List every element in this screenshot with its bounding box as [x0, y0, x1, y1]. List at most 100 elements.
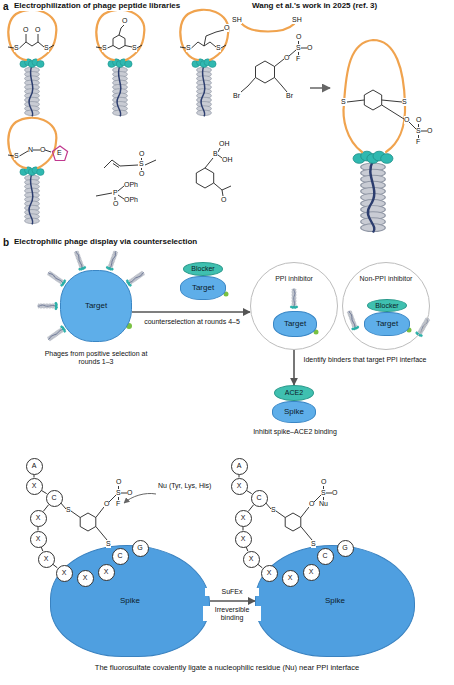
- cyclized-phage: [344, 40, 427, 233]
- phage-icon: [105, 250, 119, 272]
- node-text: X: [32, 482, 37, 490]
- fluorosulfate-linker-right: [265, 486, 332, 553]
- residue-circle: G: [337, 540, 354, 557]
- phage-icon: [72, 250, 86, 272]
- node-text: X: [241, 535, 246, 543]
- residue-circle: A: [231, 458, 248, 475]
- selection-pool: Non-PPI inhibitorBlockerTarget: [342, 262, 430, 350]
- node-text: C: [322, 552, 327, 560]
- peptide-bond: [41, 490, 46, 493]
- electrophile-pentagon: [52, 146, 67, 161]
- atom-label: O: [139, 170, 144, 178]
- phage-ketone: [180, 10, 228, 117]
- flow-arrow: [210, 600, 255, 602]
- node-text: X: [36, 514, 41, 522]
- node-text: Blocker: [375, 302, 398, 310]
- annotation-text: SuFEx: [205, 588, 259, 596]
- node-text: X: [62, 569, 67, 577]
- annotation-text: Nu (Tyr, Lys, His): [158, 482, 220, 490]
- atom-label: F: [116, 500, 120, 508]
- atom-label: S: [139, 160, 144, 168]
- atom-label: S: [341, 98, 346, 106]
- peptide-bond: [53, 564, 58, 568]
- atom-label: O: [221, 196, 226, 204]
- node-text: Target: [192, 284, 214, 293]
- node-text: Blocker: [191, 265, 214, 273]
- atom-label: E: [57, 149, 62, 157]
- node-text: X: [249, 555, 254, 563]
- atom-label: S: [66, 506, 71, 514]
- peptide-bond: [248, 505, 253, 512]
- atom-label: O: [284, 54, 289, 62]
- phage-icon: [290, 289, 298, 309]
- spike-protein: Spike: [255, 545, 415, 657]
- peptide-bond: [243, 527, 244, 531]
- atom-label: O: [122, 17, 127, 25]
- peptide-bond: [41, 547, 43, 551]
- phage-oxime: [8, 118, 56, 225]
- atom-label: O: [321, 478, 326, 486]
- residue-circle: C: [317, 548, 334, 565]
- atom-label: N: [28, 146, 33, 154]
- atom-label: S: [116, 489, 121, 497]
- phage-icon: [46, 325, 67, 343]
- atom-label: S: [321, 489, 326, 497]
- atom-label: O: [307, 44, 312, 52]
- atom-label: S: [402, 98, 407, 106]
- atom-label: O: [40, 146, 45, 154]
- vinyl-sulfone: [104, 158, 156, 170]
- node-text: G: [137, 544, 142, 552]
- residue-circle: X: [77, 570, 94, 587]
- atom-label: S: [311, 540, 316, 548]
- atom-label: O: [116, 478, 121, 486]
- atom-label: S: [132, 44, 137, 52]
- annotation-text: Irreversible binding: [203, 606, 261, 621]
- node-text: X: [288, 574, 293, 582]
- residue-circle: C: [251, 490, 268, 507]
- spike-protein: Spike: [50, 545, 210, 657]
- peptide-bond: [246, 547, 248, 551]
- annotation-text: Identify binders that target PPI interfa…: [300, 356, 430, 364]
- atom-label: P: [113, 189, 118, 197]
- atom-label: O: [23, 26, 28, 34]
- fluorosulfate-reagent: [241, 41, 307, 92]
- atom-label: O: [296, 33, 301, 41]
- peptide-bond: [246, 490, 251, 493]
- atom-label: O: [127, 489, 132, 497]
- atom-label: O: [404, 116, 409, 124]
- atom-label: OH: [219, 140, 230, 148]
- phage-aldehyde-diketone: [8, 10, 56, 117]
- node-text: ACE2: [285, 389, 303, 397]
- flow-arrow: [132, 311, 250, 313]
- node-text: X: [267, 569, 272, 577]
- node-text: C: [51, 494, 56, 502]
- flow-arrow: [293, 350, 295, 385]
- atom-label: S: [102, 44, 107, 52]
- residue-circle: X: [235, 510, 252, 527]
- panel-heading: Wang et al.'s work in 2025 (ref. 3): [252, 2, 377, 11]
- annotation-text: The fluorosulfate covalently ligate a nu…: [27, 664, 427, 672]
- target-protein: Target: [364, 312, 410, 336]
- residue-circle: X: [231, 478, 248, 495]
- phage-icon: [46, 269, 67, 287]
- residue-circle: G: [132, 540, 149, 557]
- selection-pool: PPI inhibitorTarget: [250, 262, 338, 350]
- blocker-protein: Blocker: [367, 299, 407, 312]
- residue-circle: X: [56, 565, 73, 582]
- node-text: X: [104, 568, 109, 576]
- residue-circle: X: [261, 565, 278, 582]
- node-text: Target: [284, 320, 306, 329]
- residue-circle: X: [303, 564, 320, 581]
- residue-circle: C: [112, 548, 129, 565]
- residue-circle: X: [30, 510, 47, 527]
- phage-icon: [38, 302, 58, 310]
- phage-benzaldehyde: [96, 10, 144, 117]
- atom-label: OH: [222, 156, 233, 164]
- target-protein: Target: [180, 276, 226, 300]
- fluorosulfate-linker-left: [60, 486, 127, 553]
- residue-circle: X: [243, 551, 260, 568]
- atom-label: S: [271, 506, 276, 514]
- node-text: C: [117, 552, 122, 560]
- panel-heading: Electrophilization of phage peptide libr…: [14, 2, 180, 11]
- atom-label: O: [104, 500, 109, 508]
